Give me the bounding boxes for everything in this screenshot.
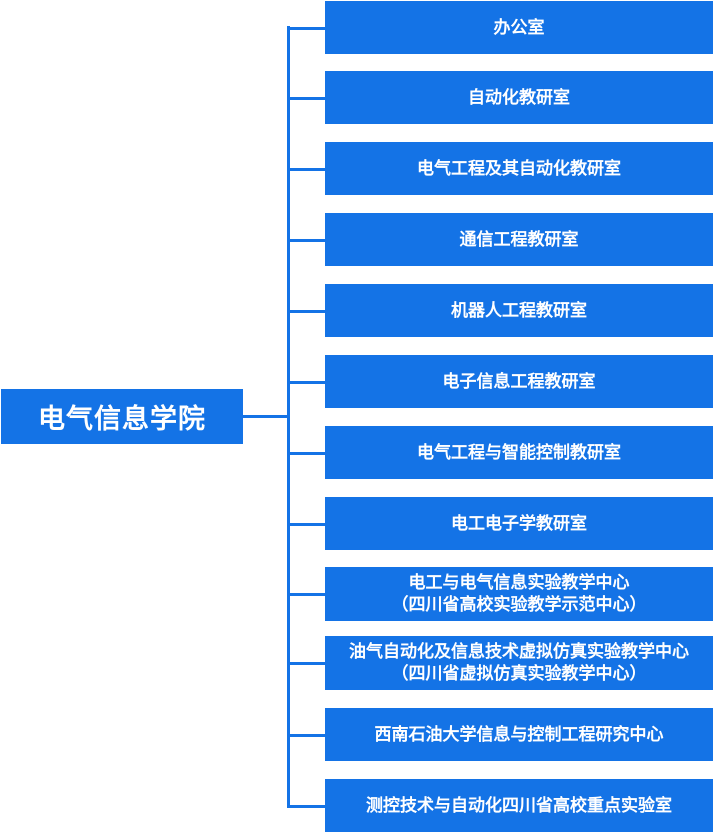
branch-connector bbox=[287, 381, 325, 384]
unit-label: 电工与电气信息实验教学中心 bbox=[408, 573, 630, 593]
root-connector bbox=[243, 415, 289, 418]
unit-node: 西南石油大学信息与控制工程研究中心 bbox=[325, 708, 713, 761]
unit-node: 机器人工程教研室 bbox=[325, 284, 713, 337]
unit-sublabel: （四川省高校实验教学示范中心） bbox=[391, 595, 647, 615]
branch-connector bbox=[287, 310, 325, 313]
unit-label: 办公室 bbox=[493, 17, 545, 38]
branch-connector bbox=[287, 662, 325, 665]
unit-label: 机器人工程教研室 bbox=[451, 300, 587, 321]
unit-label: 自动化教研室 bbox=[468, 87, 570, 108]
trunk-line bbox=[287, 26, 290, 806]
unit-node: 自动化教研室 bbox=[325, 71, 713, 124]
branch-connector bbox=[287, 734, 325, 737]
unit-node: 电工与电气信息实验教学中心（四川省高校实验教学示范中心） bbox=[325, 567, 713, 621]
branch-connector bbox=[287, 97, 325, 100]
unit-node: 电工电子学教研室 bbox=[325, 497, 713, 550]
unit-node: 办公室 bbox=[325, 1, 713, 54]
unit-label: 电工电子学教研室 bbox=[451, 513, 587, 534]
unit-label: 通信工程教研室 bbox=[459, 229, 579, 250]
unit-node: 通信工程教研室 bbox=[325, 213, 713, 266]
branch-connector bbox=[287, 168, 325, 171]
branch-connector bbox=[287, 27, 325, 30]
unit-node: 油气自动化及信息技术虚拟仿真实验教学中心（四川省虚拟仿真实验教学中心） bbox=[325, 636, 713, 690]
unit-label: 西南石油大学信息与控制工程研究中心 bbox=[374, 724, 664, 745]
unit-node: 电气工程与智能控制教研室 bbox=[325, 426, 713, 479]
unit-node: 电子信息工程教研室 bbox=[325, 355, 713, 408]
branch-connector bbox=[287, 452, 325, 455]
root-label: 电气信息学院 bbox=[38, 404, 206, 435]
unit-node: 测控技术与自动化四川省高校重点实验室 bbox=[325, 779, 713, 832]
unit-sublabel: （四川省虚拟仿真实验教学中心） bbox=[391, 664, 647, 684]
branch-connector bbox=[287, 239, 325, 242]
branch-connector bbox=[287, 523, 325, 526]
unit-label: 电气工程与智能控制教研室 bbox=[417, 442, 621, 463]
unit-label: 测控技术与自动化四川省高校重点实验室 bbox=[366, 795, 672, 816]
root-node: 电气信息学院 bbox=[1, 389, 243, 444]
unit-label: 油气自动化及信息技术虚拟仿真实验教学中心 bbox=[349, 642, 689, 662]
branch-connector bbox=[287, 593, 325, 596]
unit-label: 电子信息工程教研室 bbox=[442, 371, 596, 392]
branch-connector bbox=[287, 805, 325, 808]
unit-label: 电气工程及其自动化教研室 bbox=[417, 158, 621, 179]
unit-node: 电气工程及其自动化教研室 bbox=[325, 142, 713, 195]
